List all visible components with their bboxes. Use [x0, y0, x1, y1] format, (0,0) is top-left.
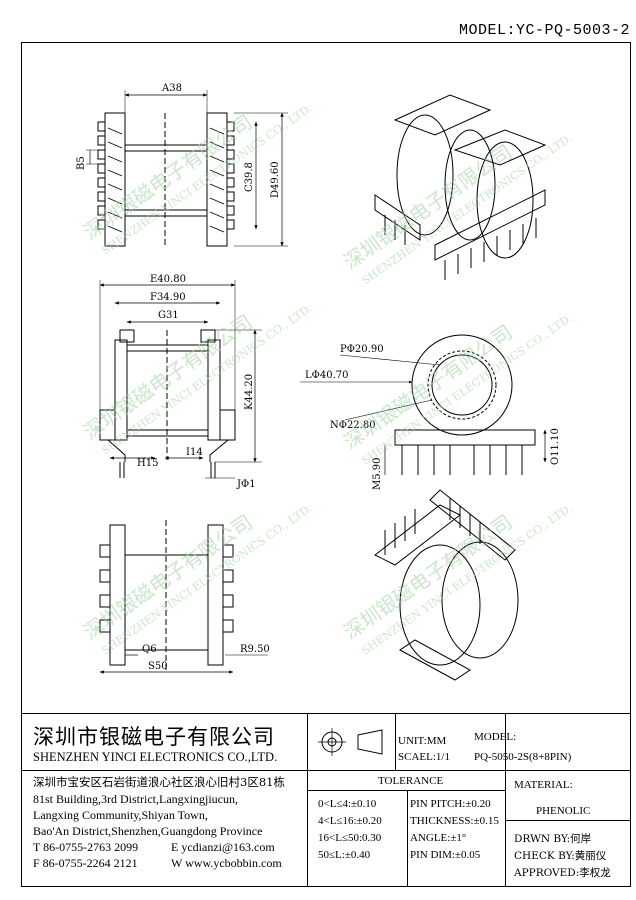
tolerance-header-cell: TOLERANCE: [308, 771, 506, 791]
front-circle-view: [300, 334, 547, 475]
phone-number: T 86-0755-2763 2099: [33, 840, 139, 854]
model-code-header: MODEL:YC-PQ-5003-2: [458, 22, 630, 39]
watermark-en: SHENZHEN YINCI ELECTRONICS CO., LTD.: [359, 501, 574, 657]
address-cn: 深圳市宝安区石岩街道浪心社区浪心旧村3区81栋: [33, 775, 285, 789]
watermark-cn: 深圳银磁电子有限公司: [79, 510, 257, 644]
watermark-cn: 深圳银磁电子有限公司: [79, 110, 257, 244]
watermark-en: SHENZHEN YINCI ELECTRONICS CO., LTD.: [99, 301, 314, 457]
dim-k44-20: K44.20: [244, 374, 255, 410]
projection-symbol-icon: [318, 728, 383, 756]
email-address: E ycdianzi@163.com: [171, 840, 275, 854]
top-view: [86, 90, 288, 247]
unit-scale-cell: UNIT:MM SCAEL:1/1: [396, 713, 506, 771]
material-label: MATERIAL:: [514, 779, 573, 791]
dim-b5: B5: [76, 156, 87, 170]
watermark-cn: 深圳银磁电子有限公司: [339, 140, 517, 274]
dim-j1: JΦ1: [236, 479, 256, 490]
dim-s50: S50: [148, 661, 168, 672]
dim-r9-50: R9.50: [240, 644, 270, 655]
company-cell: 深圳市银磁电子有限公司 SHENZHEN YINCI ELECTRONICS C…: [21, 713, 308, 771]
material-value: PHENOLIC: [536, 805, 591, 817]
approved-by: APPROVED:李权龙: [514, 867, 611, 879]
company-name-cn: 深圳市银磁电子有限公司: [33, 725, 275, 749]
website-url: W www.ycbobbin.com: [171, 856, 282, 870]
tolerance-ranges-cell: 0<L≤4:±0.10 4<L≤16:±0.20 16<L≤50:0.30 50…: [308, 791, 408, 887]
scale-label: SCAEL:1/1: [398, 751, 450, 763]
side-view: [99, 520, 268, 674]
dim-q6: Q6: [142, 644, 157, 655]
address-en-line3: Bao'An District,Shenzhen,Guangdong Provi…: [33, 824, 263, 838]
unit-label: UNIT:MM: [398, 735, 447, 747]
watermark-en: SHENZHEN YINCI ELECTRONICS CO., LTD.: [359, 131, 574, 287]
company-name-en: SHENZHEN YINCI ELECTRONICS CO.,LTD.: [33, 750, 278, 764]
pin-pitch: PIN PITCH:±0.20: [410, 798, 491, 810]
title-block: 深圳市银磁电子有限公司 SHENZHEN YINCI ELECTRONICS C…: [21, 713, 631, 887]
dim-o11-10: O11.10: [550, 428, 561, 465]
tolerance-range-3: 16<L≤50:0.30: [318, 832, 382, 844]
tolerance-range-4: 50≤L:±0.40: [318, 849, 371, 861]
dim-a38: A38: [161, 83, 182, 94]
dim-p20-90: PΦ20.90: [340, 344, 384, 355]
dim-e40-80: E40.80: [150, 274, 186, 285]
pin-dim: PIN DIM:±0.05: [410, 849, 481, 861]
projection-symbol-cell: [308, 713, 396, 771]
address-en-line1: 81st Building,3rd District,Langxingjiucu…: [33, 792, 238, 806]
dim-i14: I14: [186, 447, 203, 458]
dim-h15: H15: [137, 458, 158, 469]
drawn-by: DRWN BY:何岸: [514, 833, 592, 845]
drawing-frame: [21, 42, 631, 887]
dim-d49-60: D49.60: [270, 161, 281, 198]
tolerance-range-1: 0<L≤4:±0.10: [318, 798, 377, 810]
tolerance-range-2: 4<L≤16:±0.20: [318, 815, 382, 827]
address-cell: 深圳市宝安区石岩街道浪心社区浪心旧村3区81栋 81st Building,3r…: [21, 771, 308, 887]
dim-c39-8: C39.8: [244, 162, 255, 192]
watermark-cn: 深圳银磁电子有限公司: [79, 310, 257, 444]
watermark-cn: 深圳银磁电子有限公司: [339, 320, 517, 454]
isometric-view-bottom: [374, 489, 519, 681]
dim-n22-80: NΦ22.80: [330, 420, 376, 431]
dim-m5-90: M5.90: [372, 457, 383, 490]
dim-f34-90: F34.90: [150, 292, 186, 303]
watermark-cn: 深圳银磁电子有限公司: [339, 510, 517, 644]
watermark-en: SHENZHEN YINCI ELECTRONICS CO., LTD.: [99, 501, 314, 657]
dim-l40-70: LΦ40.70: [305, 370, 348, 381]
front-view: [99, 280, 262, 479]
pin-specs-cell: PIN PITCH:±0.20 THICKNESS:±0.15 ANGLE:±1…: [408, 791, 506, 887]
pin-angle: ANGLE:±1°: [410, 832, 467, 844]
tolerance-title: TOLERANCE: [378, 775, 444, 787]
model-value: PQ-5050-2S(8+8PIN): [474, 751, 572, 763]
pin-thickness: THICKNESS:±0.15: [410, 815, 499, 827]
address-en-line2: Langxing Community,Shiyan Town,: [33, 808, 208, 822]
material-cell: MATERIAL: PHENOLIC: [506, 771, 631, 821]
isometric-view-top: [374, 94, 547, 280]
check-by: CHECK BY:黄丽仪: [514, 850, 607, 862]
dim-g31: G31: [158, 310, 179, 321]
signatures-cell: DRWN BY:何岸 CHECK BY:黄丽仪 APPROVED:李权龙: [506, 821, 631, 887]
fax-number: F 86-0755-2264 2121: [33, 856, 138, 870]
model-cell: MODEL: PQ-5050-2S(8+8PIN): [474, 713, 631, 771]
model-label: MODEL:: [474, 731, 517, 743]
